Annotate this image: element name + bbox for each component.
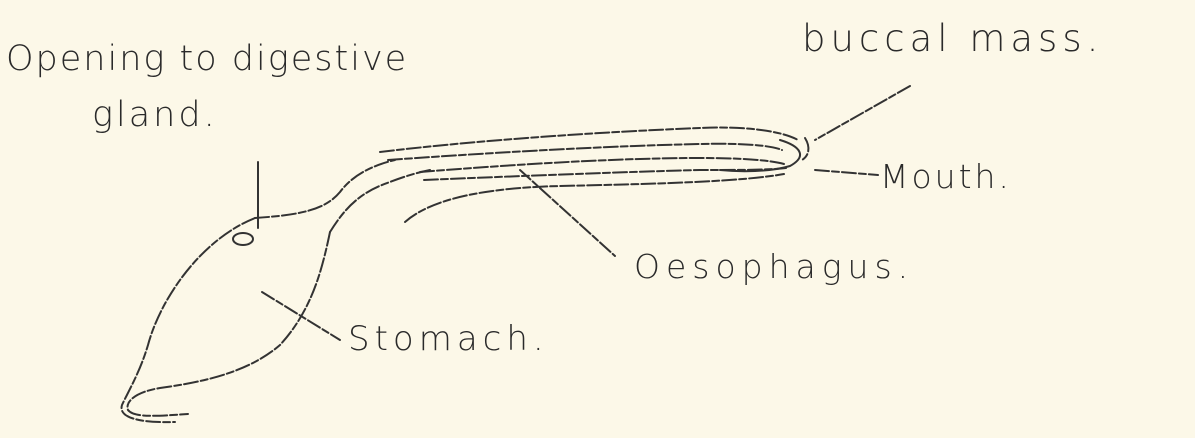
oesophagus-label: Oesophagus. <box>634 250 914 283</box>
stomach-outline <box>122 218 330 422</box>
opening-label: Opening to digestive <box>6 42 408 77</box>
oesophagus-outline <box>380 128 808 223</box>
stomach-label: Stomach. <box>348 322 549 356</box>
digestive-gland-opening <box>233 233 253 245</box>
leader-buccal-mass <box>815 86 910 140</box>
mouth-label: Mouth. <box>880 160 1012 193</box>
leader-mouth <box>815 170 878 175</box>
neck-outline <box>255 160 430 232</box>
gland-label: gland. <box>92 98 218 133</box>
buccal-mass-label: buccal mass. <box>802 20 1103 57</box>
leader-oesophagus <box>520 170 615 256</box>
leader-stomach <box>262 292 340 340</box>
